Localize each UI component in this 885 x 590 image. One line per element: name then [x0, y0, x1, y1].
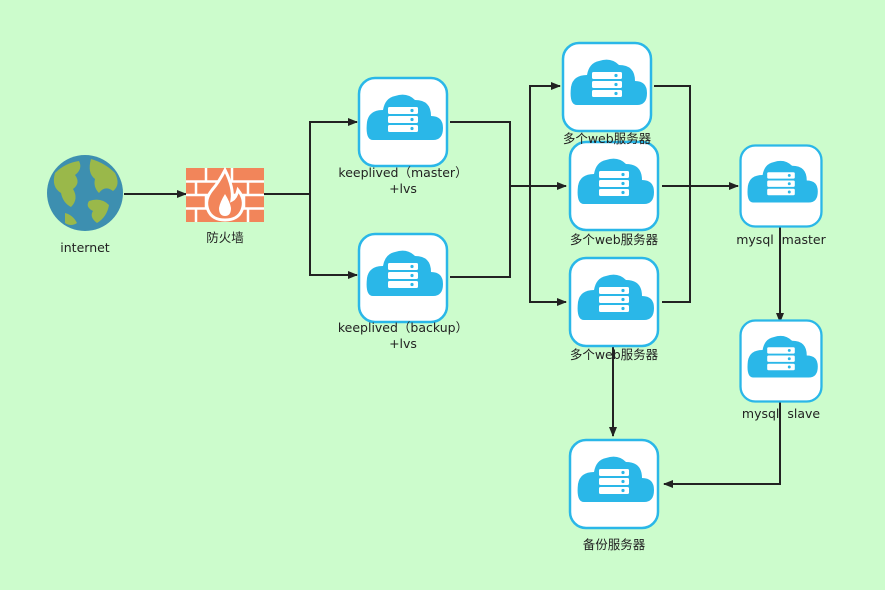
keepalived-master-label-line1: keeplived（master） — [338, 165, 468, 180]
web-server-node-2 — [568, 140, 660, 232]
keepalived-master-label: keeplived（master） +lvs — [323, 165, 483, 197]
firewall-icon — [186, 166, 264, 222]
keepalived-master-node — [357, 76, 449, 168]
link-mysql-slave-backup — [663, 400, 781, 488]
web-server-node-3 — [568, 256, 660, 348]
web-server-node-1 — [561, 41, 653, 133]
firewall-label: 防火墙 — [206, 230, 244, 245]
link-firewall-keepalived-master — [264, 118, 358, 195]
link-web3-db — [662, 186, 691, 303]
link-web1-db — [654, 85, 691, 186]
link-keepalived-master-web — [450, 121, 511, 186]
mysql-slave-label: mysql slave — [741, 406, 821, 421]
internet-label: internet — [60, 240, 110, 255]
globe-icon — [47, 155, 123, 231]
link-lb-web3 — [529, 186, 567, 306]
mysql-slave-node — [739, 319, 823, 403]
link-keepalived-backup-web — [450, 186, 511, 278]
web-server-label-3: 多个web服务器 — [569, 347, 659, 362]
mysql-master-node — [739, 144, 823, 228]
link-firewall-keepalived-backup — [309, 194, 358, 279]
backup-server-node — [568, 438, 660, 530]
backup-server-label: 备份服务器 — [582, 537, 646, 552]
mysql-master-label: mysql master — [736, 232, 826, 247]
web-server-label-2: 多个web服务器 — [569, 232, 659, 247]
keepalived-master-label-line2: +lvs — [389, 181, 417, 196]
keepalived-backup-node — [357, 232, 449, 324]
link-lb-web1 — [529, 82, 561, 186]
keepalived-backup-label-line2: +lvs — [389, 336, 417, 351]
keepalived-backup-label-line1: keeplived（backup） — [337, 320, 469, 335]
keepalived-backup-label: keeplived（backup） +lvs — [323, 320, 483, 352]
web-server-label-1: 多个web服务器 — [562, 131, 652, 146]
